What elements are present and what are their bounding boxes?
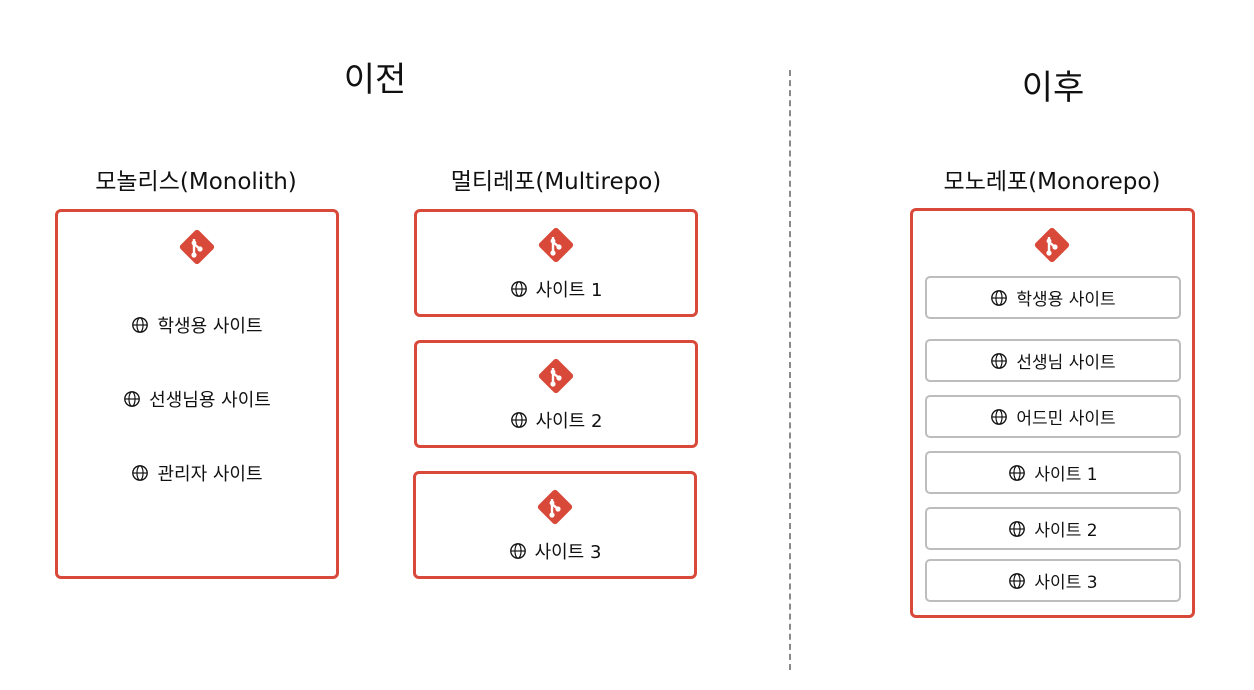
multirepo-box-3: 사이트 3 <box>413 471 697 579</box>
monorepo-site-1: 사이트 1 <box>925 451 1181 494</box>
globe-icon <box>509 542 527 560</box>
site-label-text: 사이트 3 <box>1034 573 1098 593</box>
after-heading: 이후 <box>1021 68 1085 108</box>
multirepo-label: 멀티레포(Multirepo) <box>450 169 662 195</box>
globe-icon <box>990 289 1008 307</box>
git-icon <box>535 487 575 527</box>
globe-icon <box>510 280 528 298</box>
monorepo-site-student: 학생용 사이트 <box>925 276 1181 319</box>
site-label-text: 사이트 2 <box>535 411 603 432</box>
monorepo-site-3: 사이트 3 <box>925 559 1181 602</box>
before-heading: 이전 <box>343 60 407 100</box>
section-divider <box>789 70 791 670</box>
monorepo-site-2: 사이트 2 <box>925 507 1181 550</box>
globe-icon <box>131 316 149 334</box>
monorepo-box: 학생용 사이트 선생님 사이트 어드민 사이트 사이트 1 사이트 2 사이트 … <box>910 208 1195 618</box>
monolith-site-student: 학생용 사이트 <box>58 312 336 338</box>
globe-icon <box>131 464 149 482</box>
site-label-text: 사이트 2 <box>1034 521 1098 541</box>
monorepo-site-teacher: 선생님 사이트 <box>925 339 1181 382</box>
multirepo-site-2: 사이트 2 <box>417 407 695 433</box>
monorepo-label: 모노레포(Monorepo) <box>943 169 1161 195</box>
monorepo-site-admin: 어드민 사이트 <box>925 395 1181 438</box>
globe-icon <box>990 352 1008 370</box>
multirepo-box-1: 사이트 1 <box>414 209 698 317</box>
site-label-text: 학생용 사이트 <box>157 316 263 337</box>
globe-icon <box>1008 572 1026 590</box>
git-icon <box>536 225 576 265</box>
site-label-text: 사이트 1 <box>535 280 603 301</box>
site-label-text: 선생님 사이트 <box>1016 353 1116 373</box>
git-icon <box>1032 225 1072 265</box>
site-label-text: 어드민 사이트 <box>1016 409 1116 429</box>
monolith-box: 학생용 사이트 선생님용 사이트 관리자 사이트 <box>55 209 339 579</box>
site-label-text: 학생용 사이트 <box>1016 290 1116 310</box>
monolith-site-admin: 관리자 사이트 <box>58 460 336 486</box>
globe-icon <box>1008 464 1026 482</box>
multirepo-site-3: 사이트 3 <box>416 538 694 564</box>
git-icon <box>536 356 576 396</box>
multirepo-box-2: 사이트 2 <box>414 340 698 448</box>
globe-icon <box>1008 520 1026 538</box>
git-icon <box>177 227 217 267</box>
site-label-text: 사이트 3 <box>534 542 602 563</box>
multirepo-site-1: 사이트 1 <box>417 276 695 302</box>
site-label-text: 관리자 사이트 <box>157 464 263 485</box>
globe-icon <box>990 408 1008 426</box>
monolith-site-teacher: 선생님용 사이트 <box>58 386 336 412</box>
site-label-text: 선생님용 사이트 <box>149 390 271 411</box>
globe-icon <box>510 411 528 429</box>
monolith-label: 모놀리스(Monolith) <box>95 169 297 195</box>
globe-icon <box>123 390 141 408</box>
site-label-text: 사이트 1 <box>1034 465 1098 485</box>
